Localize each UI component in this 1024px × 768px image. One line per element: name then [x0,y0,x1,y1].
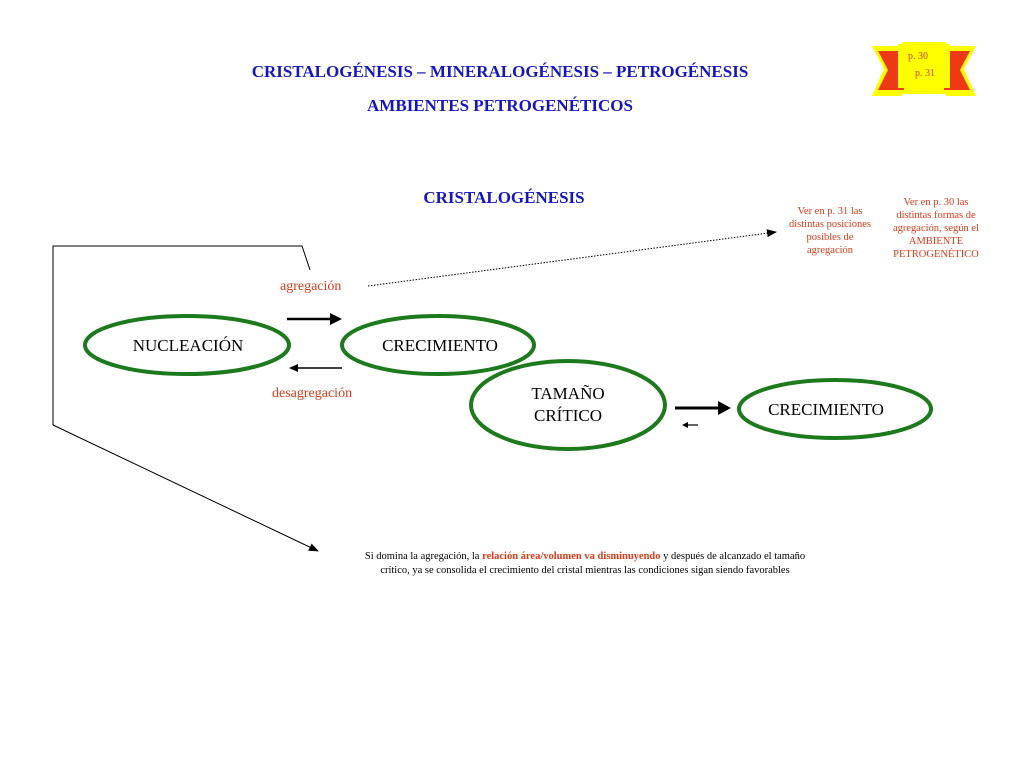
section-title: CRISTALOGÉNESIS [423,188,585,207]
small-back-arrow-head [682,422,688,428]
bottom-note: Si domina la agregación, la relación áre… [364,551,806,576]
node-growth2-ellipse [737,378,933,440]
node-nucleation-label: NUCLEACIÓN [132,336,244,355]
node-growth2-label: CRECIMIENTO [768,400,884,419]
page-ref-b[interactable]: p. 31 [915,68,935,79]
dotted-reference-arrow [367,229,777,287]
growth-arrow-head [718,401,731,415]
bracket-line [52,245,311,425]
disaggregation-label: desagregación [272,386,353,401]
node-growth1-label: CRECIMIENTO [382,336,498,355]
node-nucleation-ellipse [83,314,291,376]
bottom-note-highlight: relación área/volumen va disminuyendo [482,551,661,562]
aggregation-arrow-head [330,313,342,325]
node-critical-size-ellipse [469,359,667,451]
badge-left-tail [878,51,904,90]
note-pointer-arrow [52,424,319,552]
page-subtitle: AMBIENTES PETROGENÉTICOS [367,96,633,115]
badge-center-panel [898,44,950,88]
node-critical-size-label: TAMAÑO CRÍTICO [531,384,605,425]
aggregation-label: agregación [280,279,342,294]
page-ref-a[interactable]: p. 30 [908,51,928,62]
page-ref-badge[interactable] [872,40,976,98]
node-growth1-ellipse [340,314,536,376]
page-title: CRISTALOGÉNESIS – MINERALOGÉNESIS – PETR… [251,62,749,81]
note-aggregation-forms: Ver en p. 30 las distintas formas de agr… [892,197,979,260]
badge-right-tail [944,51,970,90]
disaggregation-arrow-head [289,364,298,372]
note-aggregation-positions: Ver en p. 31 las distintas posiciones po… [789,206,871,256]
